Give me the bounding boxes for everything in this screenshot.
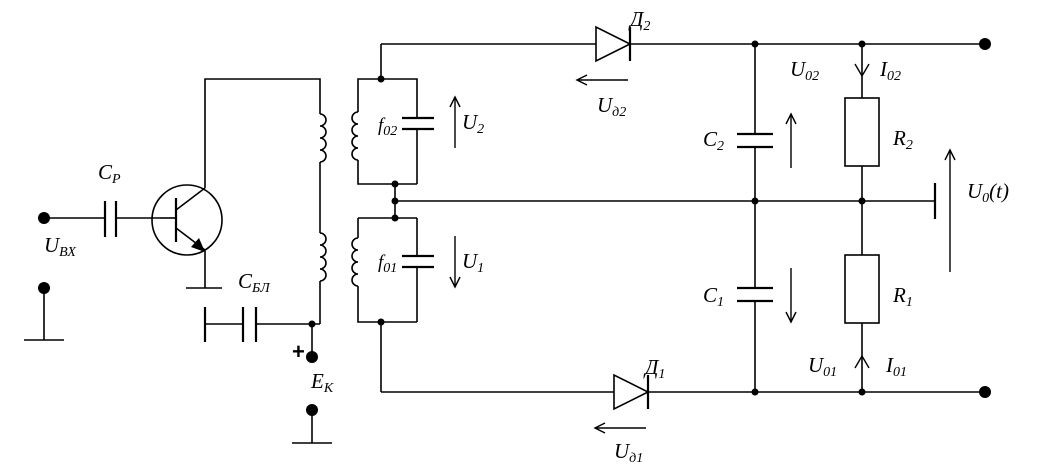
input-terminal: [38, 212, 105, 224]
arrow-c1-voltage: [785, 268, 797, 324]
ground-left: [24, 282, 64, 341]
capacitor-cbl: [203, 307, 320, 342]
tank-circuit-f02: [351, 44, 434, 188]
label-ud1: Uд1: [614, 439, 643, 465]
label-u01: U01: [808, 353, 837, 380]
resistor-r1: [844, 201, 880, 392]
arrow-u2: [449, 95, 461, 148]
label-u0t: U0(t): [967, 179, 1009, 206]
label-i01: I01: [885, 353, 907, 380]
label-u02: U02: [790, 57, 819, 84]
label-cp: CР: [98, 160, 121, 187]
label-r2: R2: [892, 126, 913, 153]
label-ek: EК: [310, 369, 334, 396]
arrow-c2-voltage: [785, 112, 797, 168]
resistor-r2: [844, 44, 880, 205]
label-u1: U1: [462, 249, 484, 276]
arrow-i01: [854, 354, 870, 369]
tank-circuit-f01: [351, 214, 434, 392]
label-u2: U2: [462, 110, 484, 137]
capacitor-c2: [737, 44, 773, 205]
arrow-i02: [854, 63, 870, 78]
arrow-u1: [449, 236, 461, 289]
label-c2: C2: [703, 127, 724, 154]
label-f01: f01: [378, 252, 397, 276]
label-cbl: CБЛ: [238, 269, 271, 296]
label-d2: Д2: [628, 7, 650, 34]
label-r1: R1: [892, 283, 913, 310]
capacitor-c1: [737, 201, 773, 392]
arrow-u0t: [944, 148, 956, 272]
transistor: [151, 184, 223, 256]
plus-sign: +: [292, 339, 305, 364]
primary-winding: [319, 110, 327, 324]
label-c1: C1: [703, 283, 724, 310]
diode-d1: [381, 373, 991, 411]
label-i02: I02: [879, 57, 901, 84]
arrow-ud1: [593, 422, 646, 434]
label-d1: Д1: [643, 355, 665, 382]
label-uvx: UВХ: [44, 233, 76, 260]
power-supply-ek: [292, 320, 332, 444]
label-ud2: Uд2: [597, 93, 626, 120]
arrow-ud2: [575, 74, 628, 86]
label-f02: f02: [378, 115, 397, 139]
diode-d2: [381, 25, 991, 63]
